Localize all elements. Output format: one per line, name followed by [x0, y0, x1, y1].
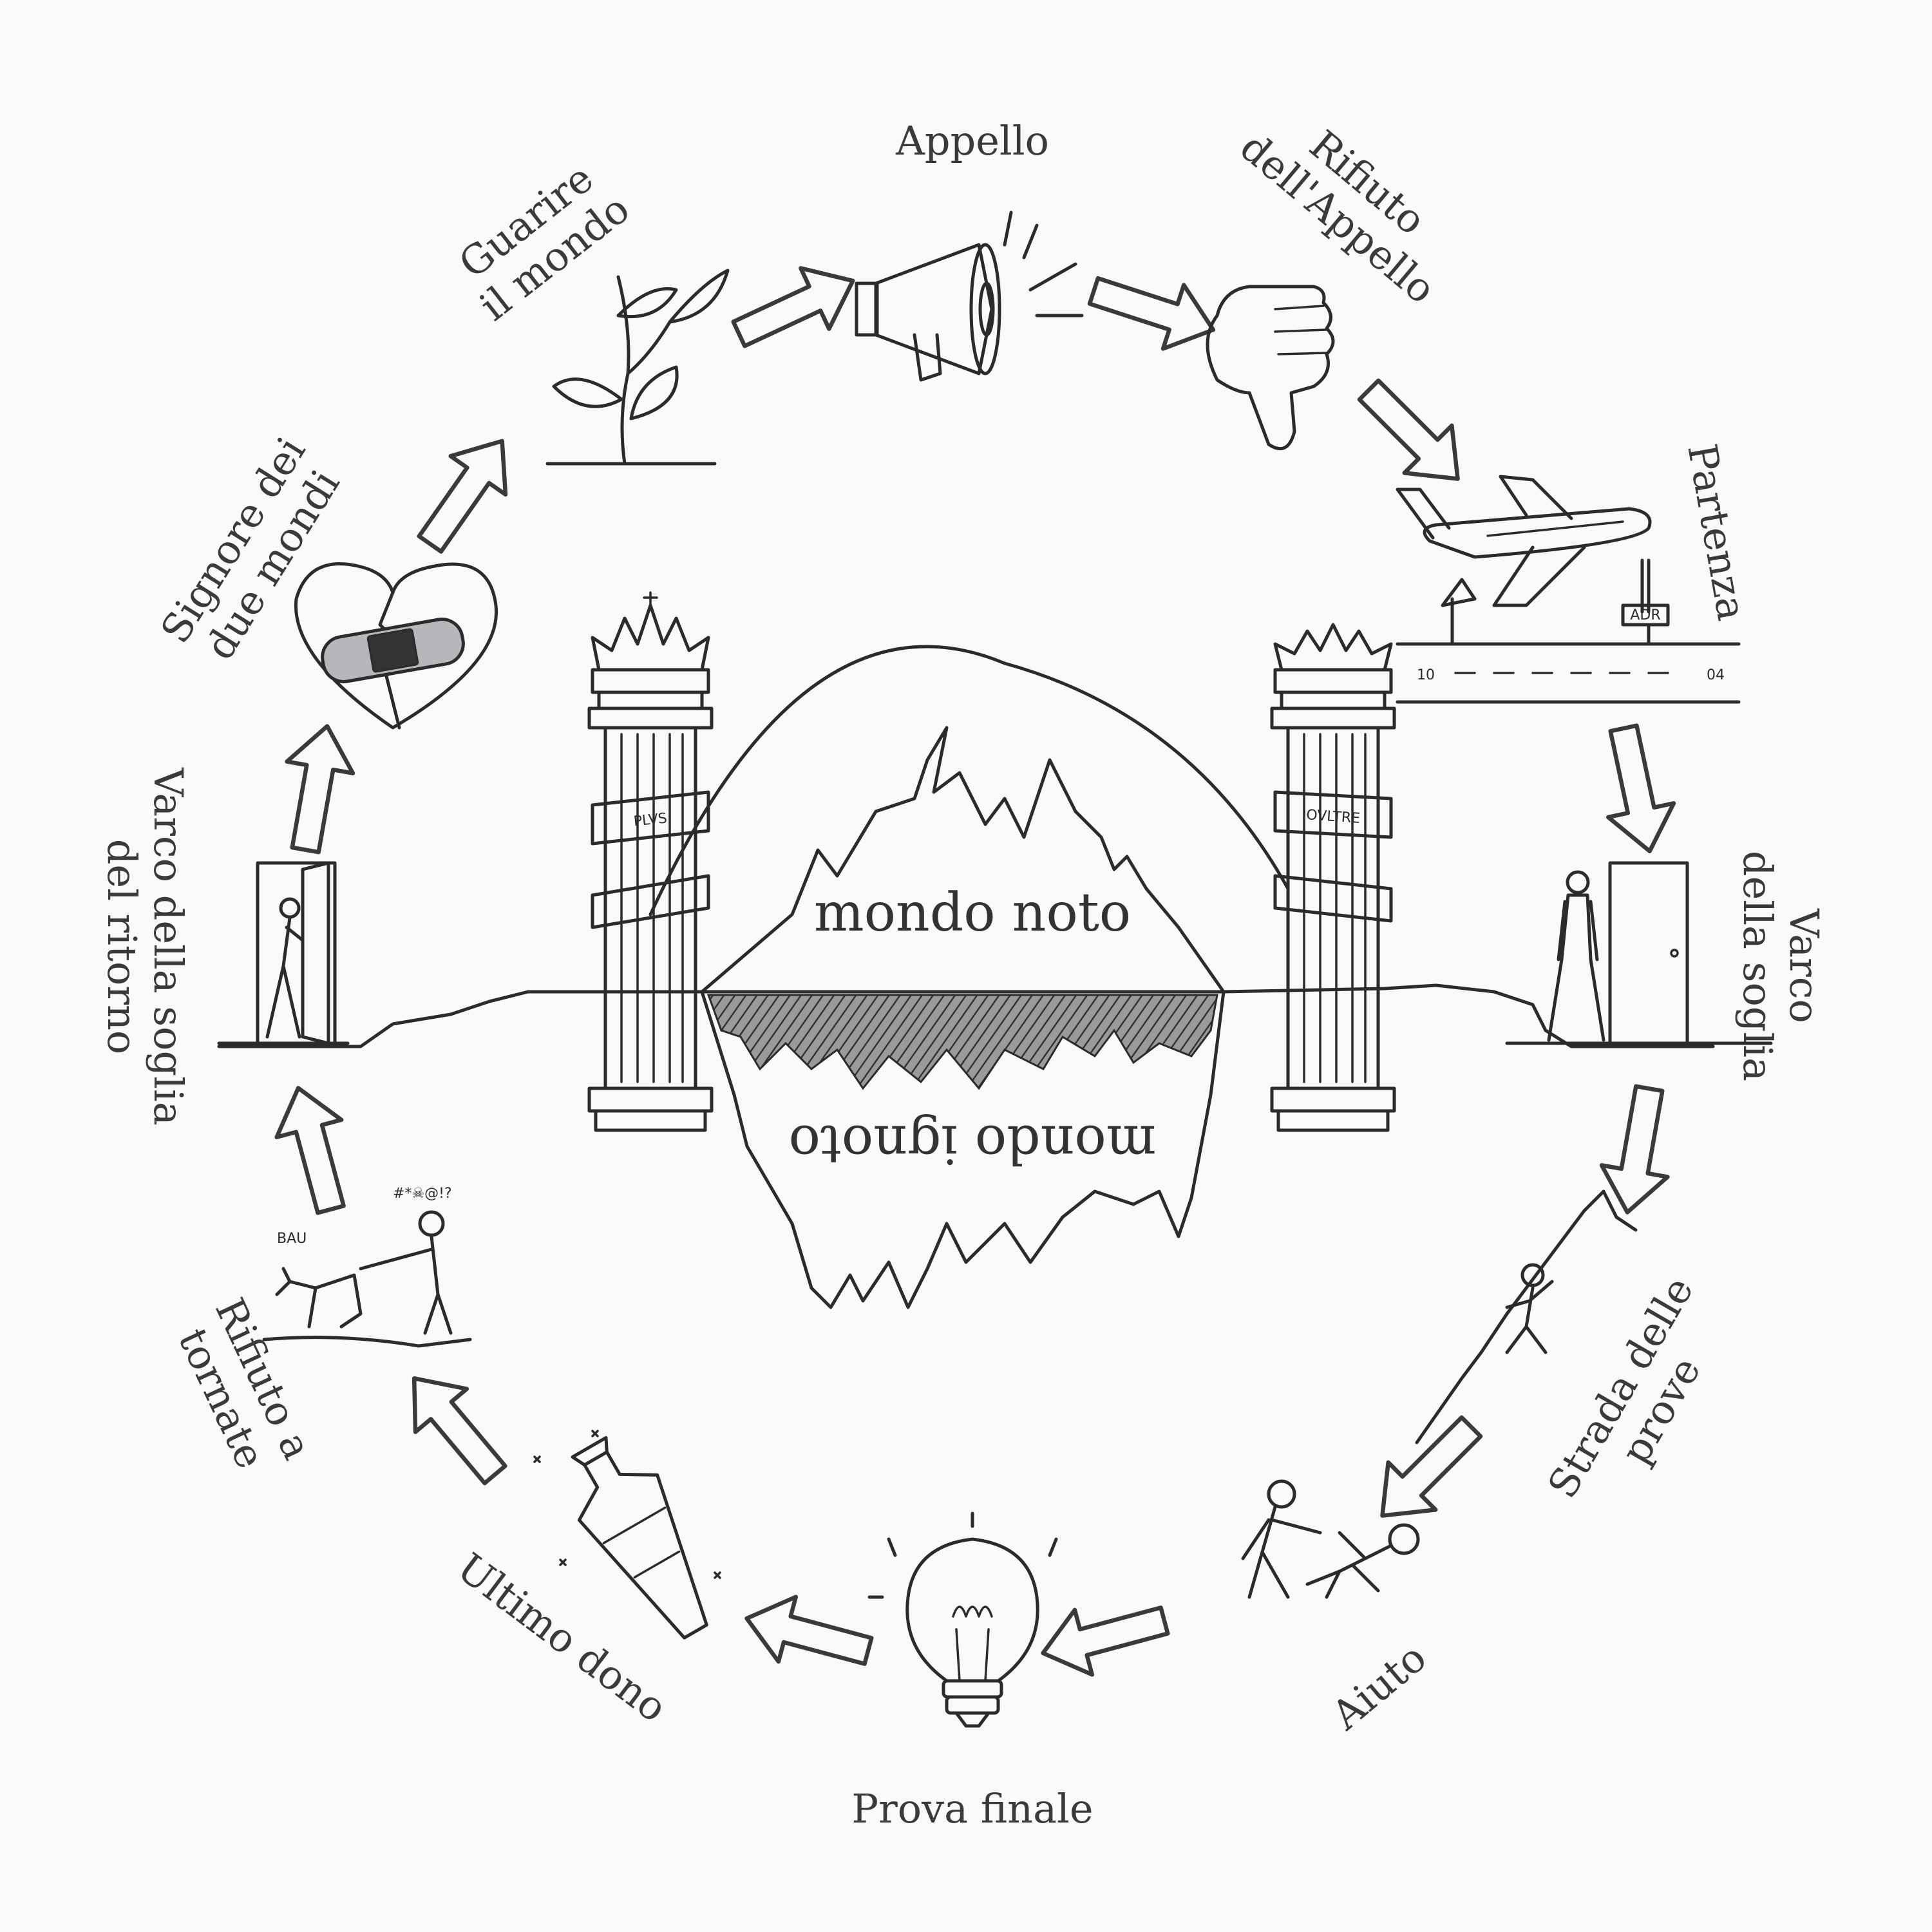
arrow-rifiuto-to-varco-ritorno	[266, 1079, 363, 1218]
label-prova-finale: Prova finale	[851, 1785, 1093, 1832]
arrow-partenza-to-varco	[1591, 721, 1682, 858]
right-pillar: OVLTRE	[1270, 623, 1396, 1132]
arch	[649, 645, 1290, 916]
label-appello: Appello	[895, 117, 1049, 164]
arrow-varco-ritorno-to-signore	[272, 721, 360, 856]
dog-walker-icon: BAU #*☠@!?	[262, 1186, 472, 1348]
return-door-icon	[217, 861, 350, 1045]
airplane-icon: 10 04 ADR	[1396, 475, 1741, 704]
label-varco-ritorno-2: del ritorno	[99, 839, 146, 1055]
sprout-icon	[545, 269, 730, 466]
arrow-appello-to-rifiuto	[1083, 259, 1224, 361]
left-pillar-banner: PLVS	[633, 810, 668, 829]
arrow-rifiuto-to-partenza	[1345, 366, 1481, 502]
iceberg-unknown-world	[700, 990, 1226, 1309]
label-aiuto: Aiuto	[1322, 1634, 1435, 1739]
curse-text: #*☠@!?	[393, 1186, 452, 1202]
stage-labels: Appello Rifiuto dell'Appello Partenza Va…	[99, 117, 1828, 1832]
known-world-label: mondo noto	[814, 882, 1131, 943]
right-pillar-banner: OVLTRE	[1305, 807, 1360, 827]
lightbulb-icon	[867, 1511, 1058, 1728]
arrow-prova-to-dono	[738, 1586, 876, 1683]
potion-icon	[571, 1435, 708, 1640]
label-varco-soglia-2: della soglia	[1734, 851, 1781, 1081]
runway-right-marker: 04	[1707, 667, 1725, 683]
left-pillar: PLVS	[587, 591, 714, 1132]
door-icon	[1505, 861, 1773, 1045]
mountain-known-world	[700, 726, 1226, 994]
center-illustration: mondo noto mondo ignoto	[217, 645, 1715, 1309]
arrow-aiuto-to-prova	[1034, 1588, 1173, 1685]
runway-left-marker: 10	[1417, 667, 1435, 683]
arrow-guarire-to-appello	[725, 251, 867, 365]
cycle-arrows	[266, 251, 1683, 1685]
arrow-strada-to-aiuto	[1359, 1403, 1495, 1539]
thumbs-down-icon	[1206, 285, 1335, 451]
label-varco-soglia-1: Varco	[1781, 908, 1828, 1023]
label-varco-ritorno-1: Varco della soglia	[145, 767, 192, 1126]
arrow-dono-to-rifiuto	[388, 1357, 520, 1496]
arrow-signore-to-guarire	[402, 422, 529, 563]
bandaged-heart-icon	[294, 562, 498, 730]
unknown-world-label: mondo ignoto	[788, 1113, 1156, 1175]
dog-bark-text: BAU	[277, 1231, 307, 1247]
helping-hand-icon	[1241, 1479, 1420, 1599]
megaphone-icon	[855, 211, 1084, 382]
iceberg-shading	[706, 994, 1218, 1090]
label-partenza: Partenza	[1678, 440, 1756, 624]
climber-icon	[1415, 1189, 1638, 1444]
sparkle-icons	[533, 1430, 721, 1579]
airport-sign: ADR	[1630, 607, 1660, 623]
